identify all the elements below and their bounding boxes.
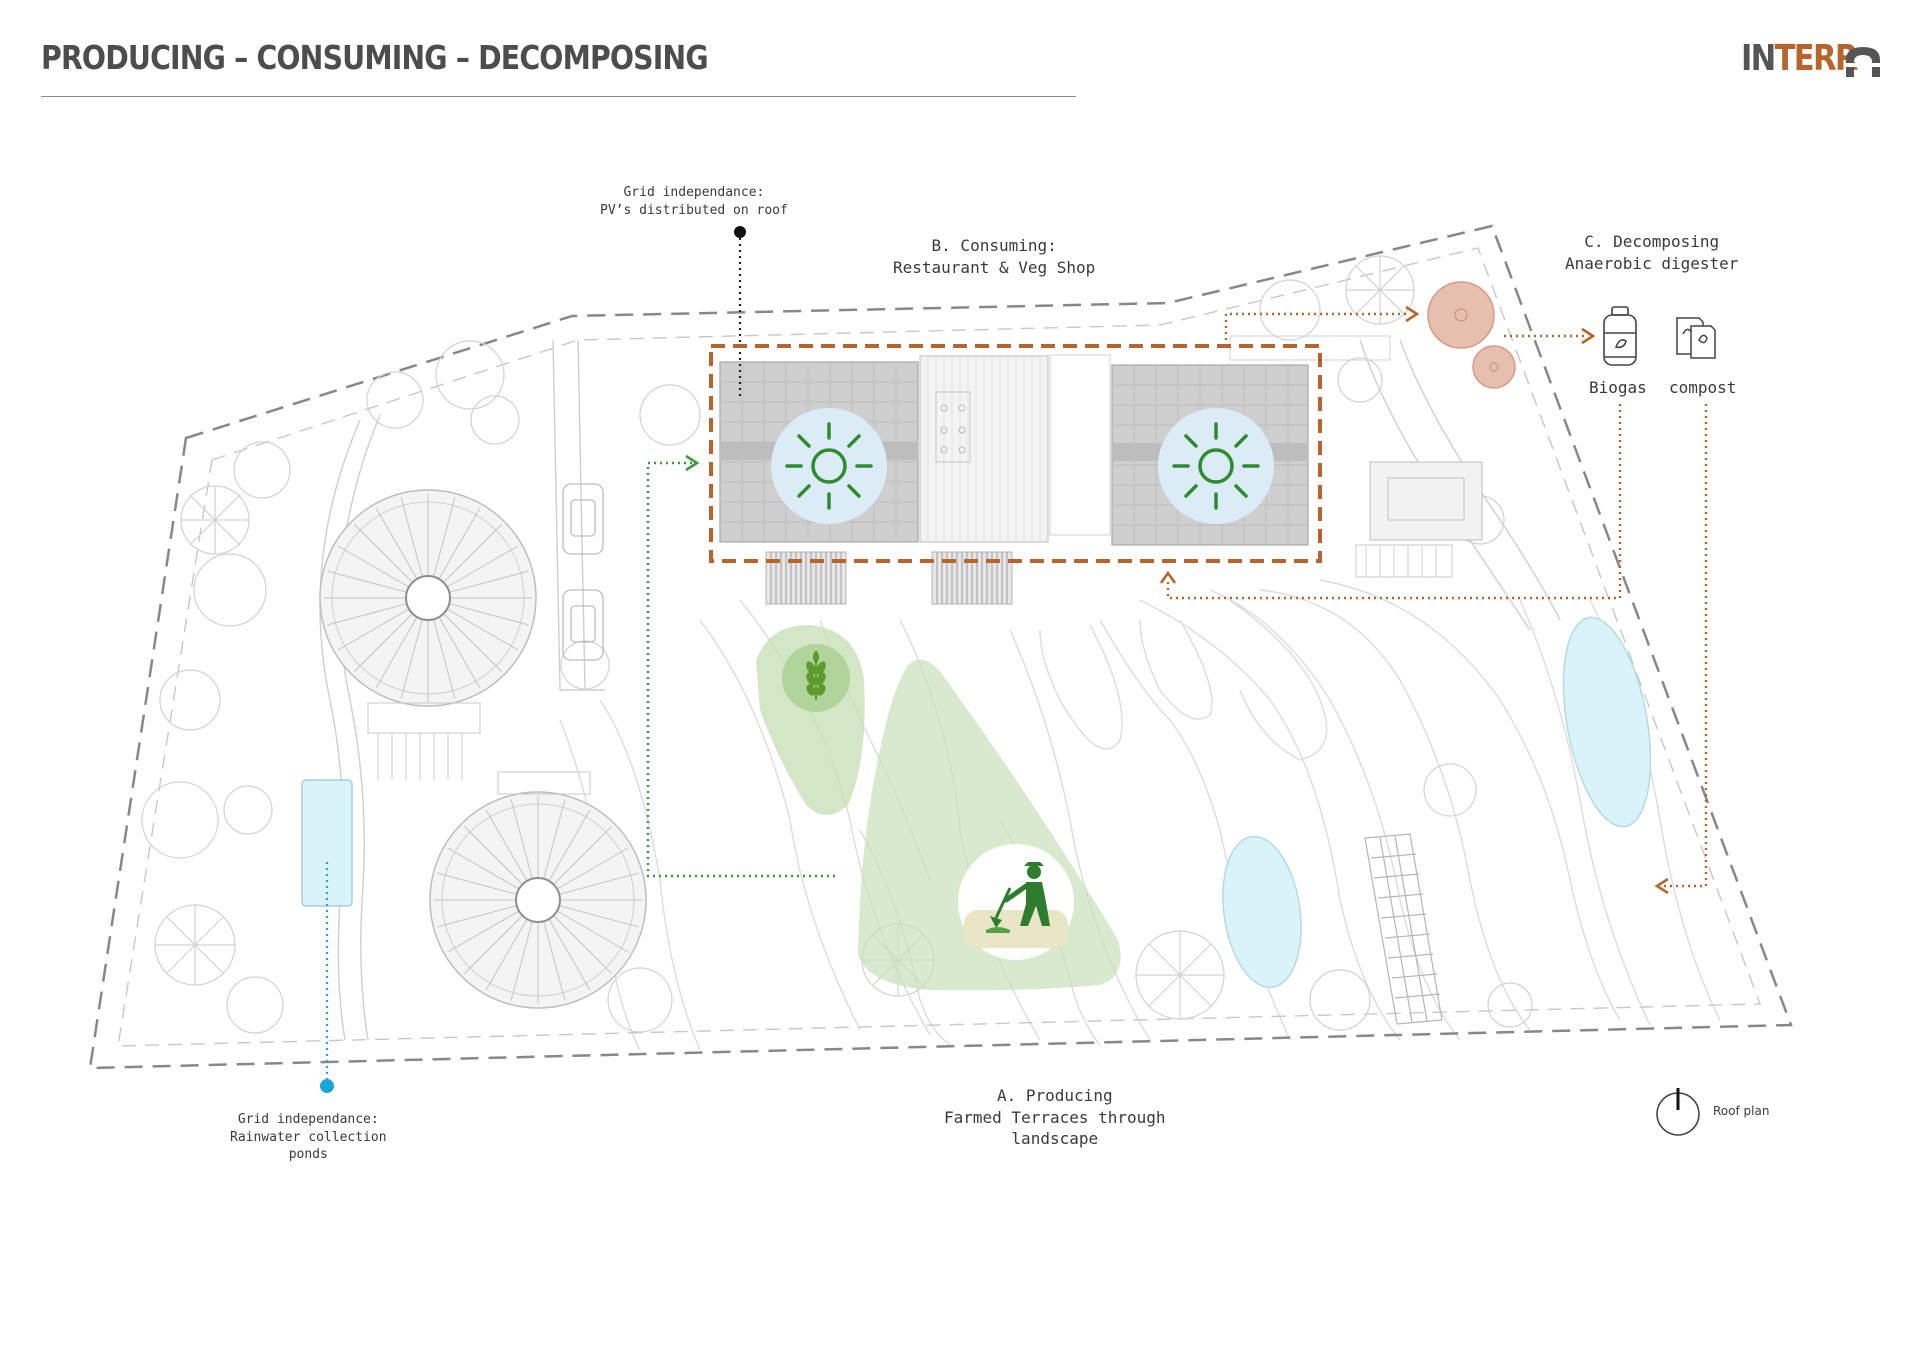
terrace-contours	[560, 580, 1720, 1050]
pavilion-south	[430, 772, 646, 1008]
pergola	[1365, 834, 1442, 1024]
consuming-label: B. Consuming: Restaurant & Veg Shop	[893, 235, 1095, 278]
north-arrow-icon	[1657, 1088, 1699, 1135]
biogas-label: Biogas	[1589, 377, 1647, 399]
producing-label-line2: Farmed Terraces through	[944, 1107, 1166, 1129]
anaerobic-digester	[1428, 282, 1515, 388]
roof-plan-label: Roof plan	[1713, 1103, 1769, 1119]
pv-note-line1: Grid independance:	[600, 184, 788, 202]
decomposing-label-line1: C. Decomposing	[1565, 231, 1738, 253]
rainwater-note-line2: Rainwater collection	[230, 1129, 387, 1147]
producing-label: A. Producing Farmed Terraces through lan…	[944, 1085, 1166, 1150]
gas-cylinder-icon	[1604, 307, 1636, 365]
decomposing-label: C. Decomposing Anaerobic digester	[1565, 231, 1738, 274]
producing-label-line1: A. Producing	[944, 1085, 1166, 1107]
rainwater-note-line1: Grid independance:	[230, 1111, 387, 1129]
rainwater-note: Grid independance: Rainwater collection …	[230, 1111, 387, 1164]
pavilion-north	[320, 490, 536, 780]
pv-note: Grid independance: PV’s distributed on r…	[600, 184, 788, 219]
producing-label-line3: landscape	[944, 1128, 1166, 1150]
consuming-label-line2: Restaurant & Veg Shop	[893, 257, 1095, 279]
compost-label: compost	[1669, 377, 1736, 399]
rainwater-note-line3: ponds	[230, 1146, 387, 1164]
pv-note-line2: PV’s distributed on roof	[600, 202, 788, 220]
sun-icon	[1158, 408, 1274, 524]
sun-icon	[771, 408, 887, 524]
compost-bags-icon	[1677, 318, 1715, 358]
pond-center	[1214, 831, 1310, 992]
wheat-icon	[782, 644, 850, 712]
farmer-icon	[958, 844, 1074, 960]
consuming-label-line1: B. Consuming:	[893, 235, 1095, 257]
decomposing-label-line2: Anaerobic digester	[1565, 253, 1738, 275]
